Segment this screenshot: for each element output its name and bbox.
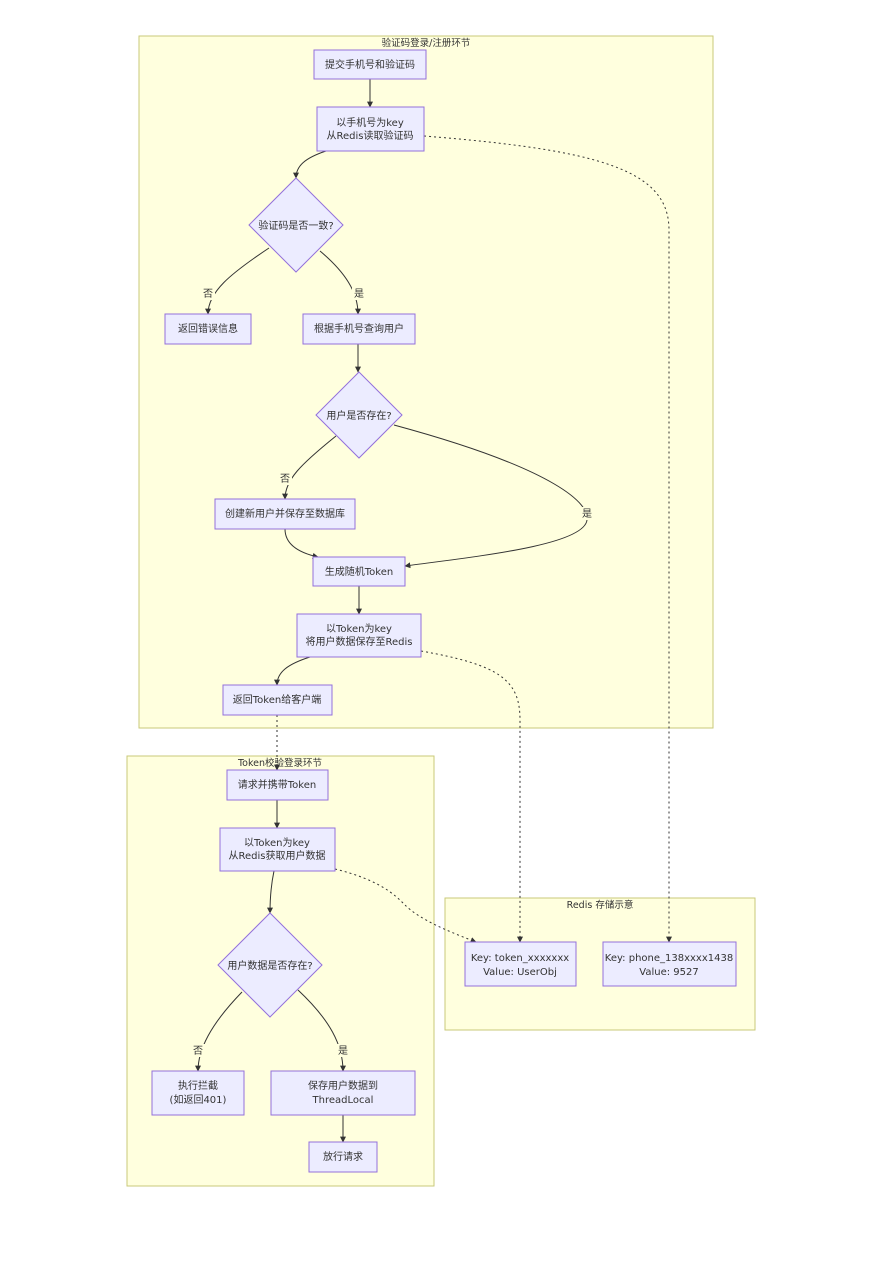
node-code-match: 验证码是否一致? (248, 177, 344, 273)
node-return-token: 返回Token给客户端 (222, 684, 333, 716)
node-request-token: 请求并携带Token (226, 769, 329, 801)
node-query-user: 根据手机号查询用户 (302, 313, 416, 345)
node-userdata-exists-label: 用户数据是否存在? (227, 959, 312, 972)
edges (195, 79, 588, 1143)
cluster-redis-title: Redis 存储示意 (567, 899, 634, 911)
node-threadlocal: 保存用户数据到 ThreadLocal (270, 1070, 416, 1116)
node-read-code-label-2: 从Redis读取验证码 (327, 129, 414, 142)
node-save-user-label-1: 以Token为key (326, 623, 392, 635)
node-redis-phone-label-2: Value: 9527 (639, 967, 698, 978)
node-intercept-label-1: 执行拦截 (178, 1079, 218, 1092)
node-submit: 提交手机号和验证码 (313, 49, 427, 80)
node-code-match-label: 验证码是否一致? (258, 219, 333, 232)
node-read-code-label-1: 以手机号为key (336, 116, 404, 129)
node-intercept: 执行拦截 (如返回401) (151, 1070, 245, 1116)
node-create-user-label: 创建新用户并保存至数据库 (225, 507, 345, 520)
node-return-error-label: 返回错误信息 (178, 322, 238, 335)
cluster-login: 验证码登录/注册环节 (138, 35, 714, 729)
node-pass: 放行请求 (308, 1141, 378, 1173)
node-submit-label: 提交手机号和验证码 (325, 58, 415, 71)
node-create-user: 创建新用户并保存至数据库 (214, 498, 356, 530)
node-user-exists-label: 用户是否存在? (326, 409, 391, 422)
node-save-user-label-2: 将用户数据保存至Redis (306, 635, 413, 648)
node-userdata-exists: 用户数据是否存在? (217, 912, 323, 1018)
cluster-token-title: Token校验登录环节 (237, 757, 322, 769)
node-threadlocal-label-2: ThreadLocal (312, 1095, 374, 1106)
node-read-code: 以手机号为key 从Redis读取验证码 (316, 106, 425, 152)
node-intercept-label-2: (如返回401) (170, 1093, 227, 1106)
node-pass-label: 放行请求 (323, 1150, 363, 1163)
node-redis-phone: Key: phone_138xxxx1438 Value: 9527 (602, 941, 737, 987)
edge-label-data-no: 否 (193, 1045, 203, 1057)
node-redis-phone-label-1: Key: phone_138xxxx1438 (605, 953, 733, 964)
node-threadlocal-label-1: 保存用户数据到 (308, 1079, 378, 1092)
dotted-edges (274, 135, 672, 943)
node-request-token-label: 请求并携带Token (238, 778, 316, 791)
node-query-user-label: 根据手机号查询用户 (314, 322, 404, 335)
node-get-user-label-1: 以Token为key (244, 837, 310, 849)
node-return-error: 返回错误信息 (164, 313, 252, 345)
node-get-user-label-2: 从Redis获取用户数据 (229, 849, 326, 862)
node-redis-token: Key: token_xxxxxxx Value: UserObj (464, 941, 577, 987)
edge-labels: 否 是 否 是 否 是 (191, 287, 594, 1057)
edge-label-code-no: 否 (203, 288, 213, 300)
node-user-exists: 用户是否存在? (315, 371, 403, 459)
edge-label-user-yes: 是 (582, 508, 592, 520)
node-save-user: 以Token为key 将用户数据保存至Redis (296, 613, 422, 658)
node-get-user: 以Token为key 从Redis获取用户数据 (219, 827, 336, 872)
node-redis-token-label-2: Value: UserObj (483, 967, 557, 978)
cluster-login-title: 验证码登录/注册环节 (382, 37, 471, 49)
edge-label-data-yes: 是 (338, 1045, 348, 1057)
node-return-token-label: 返回Token给客户端 (233, 693, 321, 706)
node-redis-token-label-1: Key: token_xxxxxxx (471, 953, 569, 964)
node-gen-token: 生成随机Token (312, 556, 406, 587)
edge-label-code-yes: 是 (354, 288, 364, 300)
edge-label-user-no: 否 (280, 473, 290, 485)
node-gen-token-label: 生成随机Token (325, 565, 393, 578)
